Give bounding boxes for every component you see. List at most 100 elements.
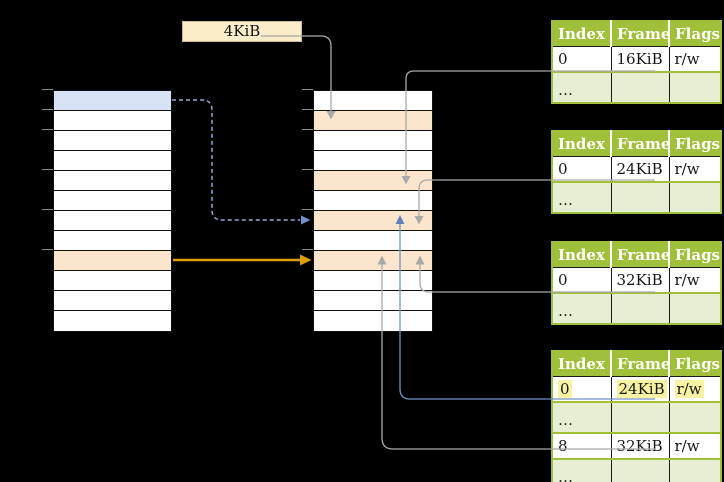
cell-flags <box>668 292 721 324</box>
cell-flags: r/w <box>668 432 721 459</box>
frame-size-label: 4KiB <box>182 21 302 42</box>
memory-cell <box>54 211 171 231</box>
col-header-index: Index <box>552 351 611 377</box>
table-row-ellipsis: … <box>552 71 721 103</box>
col-header-frame: Frame <box>610 351 670 377</box>
page-table-2: Index Frame Flags 0 24KiB r/w … <box>551 130 722 214</box>
col-header-frame: Frame <box>610 21 670 47</box>
frame-cell-4kib <box>314 111 432 131</box>
memory-cell <box>54 171 171 191</box>
table-header-row: Index Frame Flags <box>552 351 721 377</box>
cell-frame <box>610 458 669 482</box>
cell-frame <box>610 401 669 433</box>
page-table-4: Index Frame Flags 0 24KiB r/w … 8 32KiB … <box>551 350 722 482</box>
col-header-flags: Flags <box>668 131 721 157</box>
axis-tick <box>302 129 313 130</box>
table-row-ellipsis: … <box>552 401 721 433</box>
table-row-highlighted: 0 24KiB r/w <box>552 376 721 402</box>
axis-tick <box>42 89 53 90</box>
frame-cell-24kib <box>314 211 432 231</box>
table-header-row: Index Frame Flags <box>552 131 721 157</box>
highlight-mark: 24KiB <box>616 380 667 398</box>
memory-cell <box>314 311 432 331</box>
axis-tick <box>302 109 313 110</box>
page-table-1: Index Frame Flags 0 16KiB r/w … <box>551 20 722 104</box>
arrowhead-right-blue-page <box>301 215 311 225</box>
page-table-3: Index Frame Flags 0 32KiB r/w … <box>551 241 722 325</box>
table-row: 0 16KiB r/w <box>552 46 721 72</box>
cell-index: … <box>552 181 611 213</box>
cell-flags: r/w <box>668 156 721 182</box>
axis-tick <box>302 249 313 250</box>
cell-index: 0 <box>558 271 568 289</box>
memory-cell <box>54 271 171 291</box>
cell-index: … <box>552 71 611 103</box>
col-header-flags: Flags <box>668 351 721 377</box>
cell-flags <box>668 71 721 103</box>
cell-flags: r/w <box>668 376 721 402</box>
memory-cell <box>314 271 432 291</box>
col-header-index: Index <box>552 21 611 47</box>
table-header-row: Index Frame Flags <box>552 21 721 47</box>
memory-cell <box>54 191 171 211</box>
cell-frame: 24KiB <box>610 376 669 402</box>
table-row-ellipsis: … <box>552 458 721 482</box>
memory-cell <box>314 91 432 111</box>
table-row-ellipsis: … <box>552 292 721 324</box>
frame-cell-16kib <box>314 171 432 191</box>
axis-tick <box>42 109 53 110</box>
physical-memory-column <box>313 90 433 332</box>
col-header-flags: Flags <box>668 242 721 268</box>
col-header-index: Index <box>552 242 611 268</box>
memory-cell <box>314 291 432 311</box>
highlight-mark: r/w <box>674 380 704 398</box>
memory-cell <box>54 311 171 331</box>
frame-cell-32kib <box>314 251 432 271</box>
axis-tick <box>302 209 313 210</box>
axis-tick <box>42 129 53 130</box>
cell-index: 0 <box>558 50 568 68</box>
virtual-page-cell-orange <box>54 251 171 271</box>
memory-cell <box>54 111 171 131</box>
cell-frame <box>610 181 669 213</box>
cell-frame: 16KiB <box>610 46 669 72</box>
memory-cell <box>54 291 171 311</box>
col-header-frame: Frame <box>610 131 670 157</box>
memory-cell <box>54 151 171 171</box>
axis-tick <box>302 89 313 90</box>
axis-tick <box>42 169 53 170</box>
mapping-blue-page-line <box>172 99 300 221</box>
table-header-row: Index Frame Flags <box>552 242 721 268</box>
col-header-index: Index <box>552 131 611 157</box>
highlight-mark: 0 <box>558 380 572 398</box>
memory-cell <box>314 191 432 211</box>
memory-cell <box>314 151 432 171</box>
cell-flags: r/w <box>668 267 721 293</box>
col-header-frame: Frame <box>610 242 670 268</box>
memory-cell <box>54 231 171 251</box>
cell-index: 8 <box>552 432 611 459</box>
axis-tick <box>42 249 53 250</box>
memory-cell <box>314 131 432 151</box>
cell-frame <box>610 292 669 324</box>
cell-flags: r/w <box>668 46 721 72</box>
cell-flags <box>668 401 721 433</box>
cell-frame <box>610 71 669 103</box>
virtual-memory-column <box>53 90 172 332</box>
axis-tick <box>42 209 53 210</box>
axis-tick <box>302 169 313 170</box>
frame-size-label-text: 4KiB <box>223 22 261 40</box>
memory-cell <box>54 131 171 151</box>
cell-frame: 32KiB <box>610 432 669 459</box>
cell-frame: 32KiB <box>610 267 669 293</box>
cell-flags <box>668 458 721 482</box>
cell-index: 0 <box>558 160 568 178</box>
virtual-page-cell-blue <box>54 91 171 111</box>
col-header-flags: Flags <box>668 21 721 47</box>
cell-index: … <box>552 401 611 433</box>
arrowhead-right-orange-page <box>300 254 312 266</box>
table-row-ellipsis: … <box>552 181 721 213</box>
cell-index: … <box>552 292 611 324</box>
table-row: 0 32KiB r/w <box>552 267 721 293</box>
